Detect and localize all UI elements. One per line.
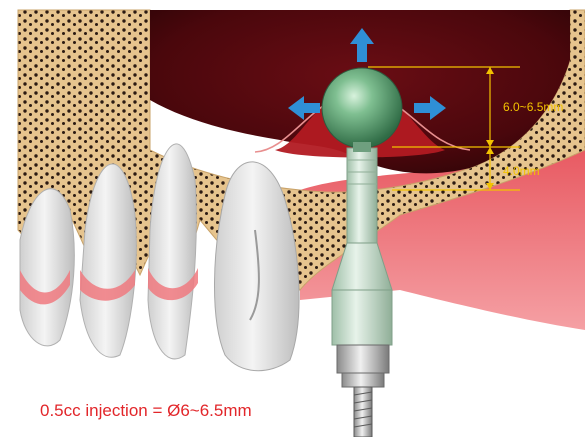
caption: 0.5cc injection = Ø6~6.5mm [40,401,252,420]
instrument-shaft [347,148,377,243]
dimension-label-top: 6.0~6.5mm [503,100,563,114]
ball-neck [353,142,371,152]
dimension-label-bottom: 4.0mm [503,164,540,178]
tooth [20,189,74,346]
metal-collar [337,345,389,373]
metal-collar [342,373,384,387]
instrument-handle [332,290,392,345]
balloon-ball [322,68,402,148]
